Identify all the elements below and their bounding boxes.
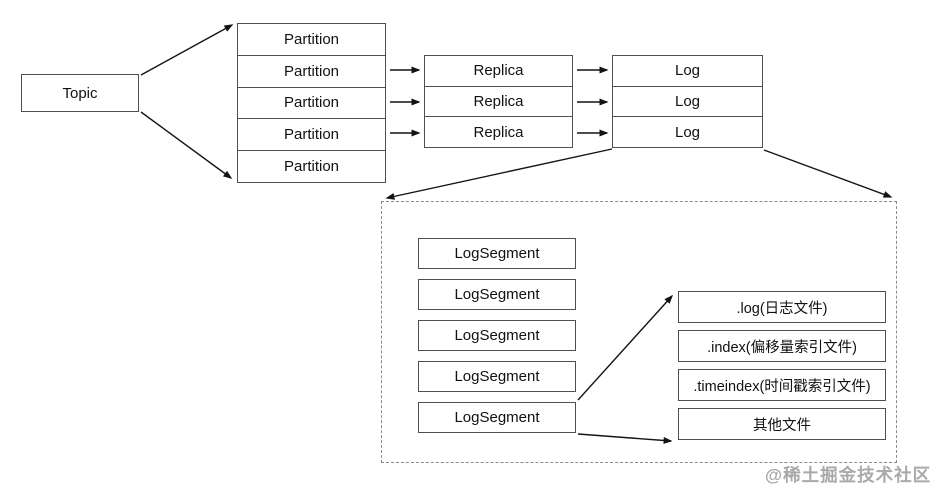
replica-box: Replica [473, 62, 524, 80]
index-file-box: .index(偏移量索引文件) [678, 330, 886, 362]
replica-box: Replica [425, 116, 572, 147]
partition-box: Partition [238, 150, 385, 182]
topic-label: Topic [62, 84, 98, 102]
log-detail-dashed-container [381, 201, 897, 463]
partition-box: Partition [238, 54, 385, 87]
log-segment-box: LogSegment [418, 279, 576, 310]
topic-box: Topic [21, 74, 139, 112]
log-box: Log [613, 85, 762, 117]
log-box: Log [674, 62, 701, 80]
log-box: Log [613, 116, 762, 147]
log-stack: Log Log Log [612, 55, 763, 148]
arrow-log-to-dashed-left [385, 148, 613, 200]
partition-stack: Partition Partition Partition Partition … [237, 23, 386, 183]
arrow-log-to-dashed-right [763, 149, 893, 198]
other-files-box: 其他文件 [678, 408, 886, 440]
timeindex-file-box: .timeindex(时间戳索引文件) [678, 369, 886, 401]
log-segment-box: LogSegment [418, 238, 576, 269]
partition-box: Partition [238, 118, 385, 150]
watermark: @稀土掘金技术社区 [765, 465, 932, 485]
log-file-box: .log(日志文件) [678, 291, 886, 323]
log-segment-box: LogSegment [418, 361, 576, 392]
arrow-topic-to-partition-top [140, 24, 234, 76]
arrow-topic-to-partition-bottom [140, 111, 233, 179]
partition-box: Partition [238, 86, 385, 119]
replica-stack: Replica Replica Replica [424, 55, 573, 148]
partition-box: Partition [283, 30, 340, 48]
log-segment-box: LogSegment [418, 402, 576, 433]
log-segment-box: LogSegment [418, 320, 576, 351]
replica-box: Replica [425, 85, 572, 117]
